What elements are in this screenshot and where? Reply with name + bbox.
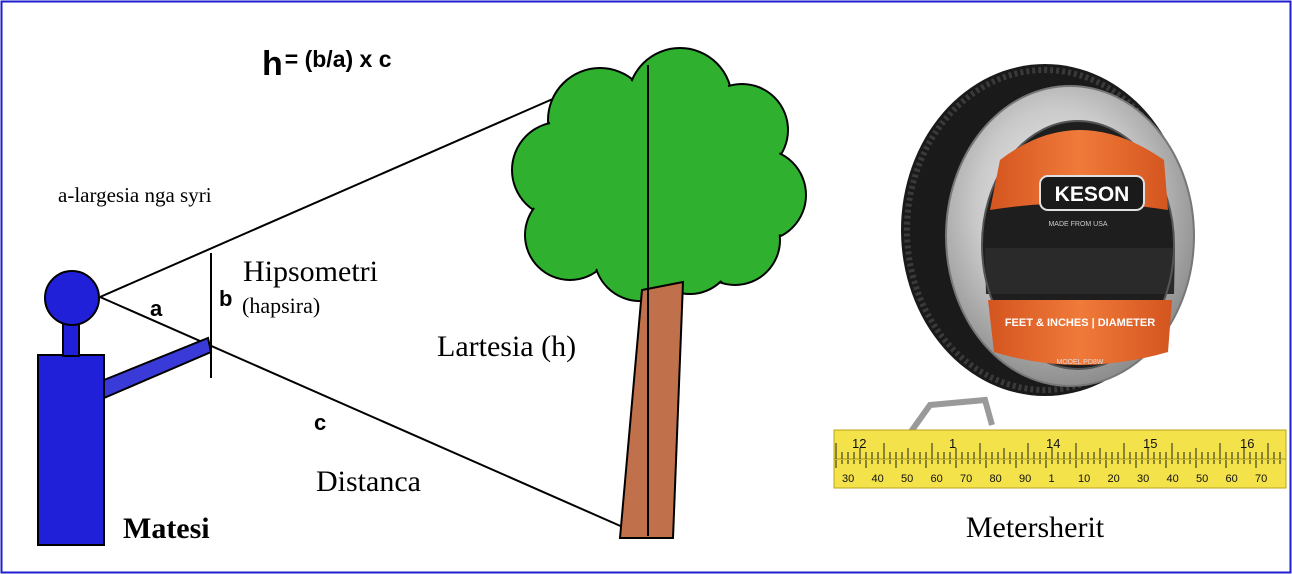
label-b: b: [219, 286, 232, 311]
ruler-bottom-number: 90: [1019, 473, 1031, 485]
ruler-bottom-number: 40: [1167, 473, 1179, 485]
hypsometer-label: Hipsometri: [243, 255, 378, 288]
tape-orange-band: [988, 300, 1172, 365]
formula-h: h: [262, 45, 283, 83]
ruler-bottom-number: 1: [1049, 473, 1055, 485]
distance-label: Distanca: [316, 465, 421, 498]
ruler-top-number: 15: [1143, 436, 1157, 451]
eye-width-label: a-largesia nga syri: [58, 183, 212, 207]
ruler-bottom-number: 70: [960, 473, 972, 485]
ruler-bottom-number: 70: [1255, 473, 1267, 485]
ruler-bottom-number: 30: [842, 473, 854, 485]
formula-rest: = (b/a) x c: [285, 46, 392, 72]
ruler-bottom-number: 80: [990, 473, 1002, 485]
tape-caption: Metersherit: [966, 511, 1105, 544]
height-label: Lartesia (h): [437, 330, 576, 363]
tape-brand: KESON: [1055, 183, 1130, 206]
ruler-bottom-number: 10: [1078, 473, 1090, 485]
hypsometer-sub-label: (hapsira): [242, 293, 320, 318]
ruler-bottom-number: 50: [1196, 473, 1208, 485]
ruler-bottom-number: 60: [931, 473, 943, 485]
ruler-top-number: 16: [1240, 436, 1254, 451]
ruler-top-number: 14: [1046, 436, 1060, 451]
ruler-bottom-number: 60: [1226, 473, 1238, 485]
ruler-bottom-number: 30: [1137, 473, 1149, 485]
ruler-top-number: 12: [852, 436, 866, 451]
ruler-bottom-number: 40: [872, 473, 884, 485]
tape-band-text: FEET & INCHES | DIAMETER: [1005, 317, 1155, 329]
ruler-bottom-number: 50: [901, 473, 913, 485]
ruler-bottom-number: 20: [1108, 473, 1120, 485]
tape-slogan: MADE FROM USA: [1048, 221, 1107, 228]
observer-label: Matesi: [123, 512, 210, 545]
ruler: 12 1 14 15 16 30 40 50 60 70 80 90 1 10 20 30 40 50 60 70: [834, 430, 1286, 488]
label-c: c: [314, 410, 326, 435]
label-a: a: [150, 296, 163, 321]
ruler-top-number: 1: [949, 436, 956, 451]
tape-model: MODEL PD8W: [1057, 359, 1104, 366]
